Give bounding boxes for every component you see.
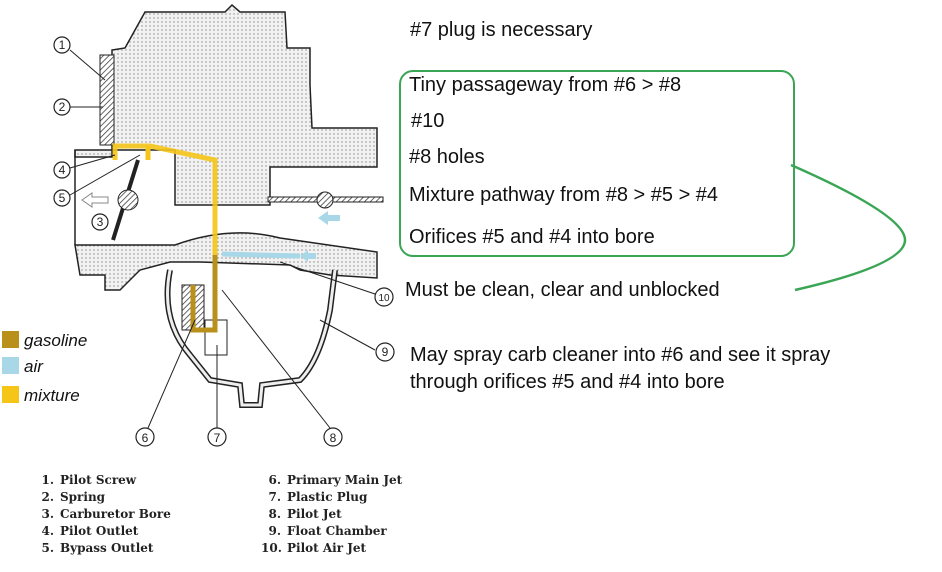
callout-6: 6 — [142, 431, 149, 445]
part-item: 3.Carburetor Bore — [41, 507, 171, 521]
parts-list-left: 1.Pilot Screw 2.Spring 3.Carburetor Bore… — [34, 472, 171, 557]
callout-9: 9 — [382, 345, 389, 359]
part-item: 6.Primary Main Jet — [268, 473, 403, 487]
carb-upper-body — [74, 3, 378, 206]
callout-1: 1 — [59, 38, 66, 52]
callout-2: 2 — [59, 100, 66, 114]
parts-list-right: 6.Primary Main Jet 7.Plastic Plug 8.Pilo… — [261, 472, 402, 557]
box-line: Mixture pathway from #8 > #5 > #4 — [409, 184, 719, 206]
part-item: 2.Spring — [41, 490, 106, 504]
legend-air: air — [2, 357, 43, 377]
box-line: Orifices #5 and #4 into bore — [409, 226, 655, 248]
callout-8: 8 — [330, 431, 337, 445]
legend-mixture: mixture — [2, 386, 80, 406]
part-item: 7.Plastic Plug — [268, 490, 368, 504]
part-item: 1.Pilot Screw — [41, 473, 137, 487]
part-item: 10.Pilot Air Jet — [261, 541, 367, 555]
box-line: #8 holes — [409, 146, 485, 168]
box-line: Tiny passageway from #6 > #8 — [409, 74, 682, 96]
callout-7: 7 — [214, 431, 221, 445]
callout-10: 10 — [378, 293, 390, 304]
part-item: 4.Pilot Outlet — [41, 524, 139, 538]
legend-gasoline: gasoline — [2, 331, 87, 351]
gasoline-passage — [190, 255, 218, 333]
callout-5: 5 — [59, 191, 66, 205]
spray-note-line1: May spray carb cleaner into #6 and see i… — [410, 344, 831, 366]
gasoline-swatch — [2, 331, 19, 348]
mixture-swatch — [2, 386, 19, 403]
callout-3: 3 — [97, 215, 104, 229]
plug-note: #7 plug is necessary — [410, 19, 593, 41]
part-item: 8.Pilot Jet — [268, 507, 342, 521]
passage-notes-box — [399, 70, 795, 257]
part-item: 9.Float Chamber — [268, 524, 387, 538]
connector-curve — [790, 163, 907, 292]
must-be-clean-note: Must be clean, clear and unblocked — [405, 279, 720, 301]
box-line: #10 — [411, 110, 445, 132]
callout-markers — [53, 36, 395, 447]
carb-lower-body — [74, 232, 378, 291]
part-item: 5.Bypass Outlet — [41, 541, 154, 555]
spray-note-line2: through orifices #5 and #4 into bore — [410, 371, 725, 393]
callout-4: 4 — [59, 163, 66, 177]
air-swatch — [2, 357, 19, 374]
